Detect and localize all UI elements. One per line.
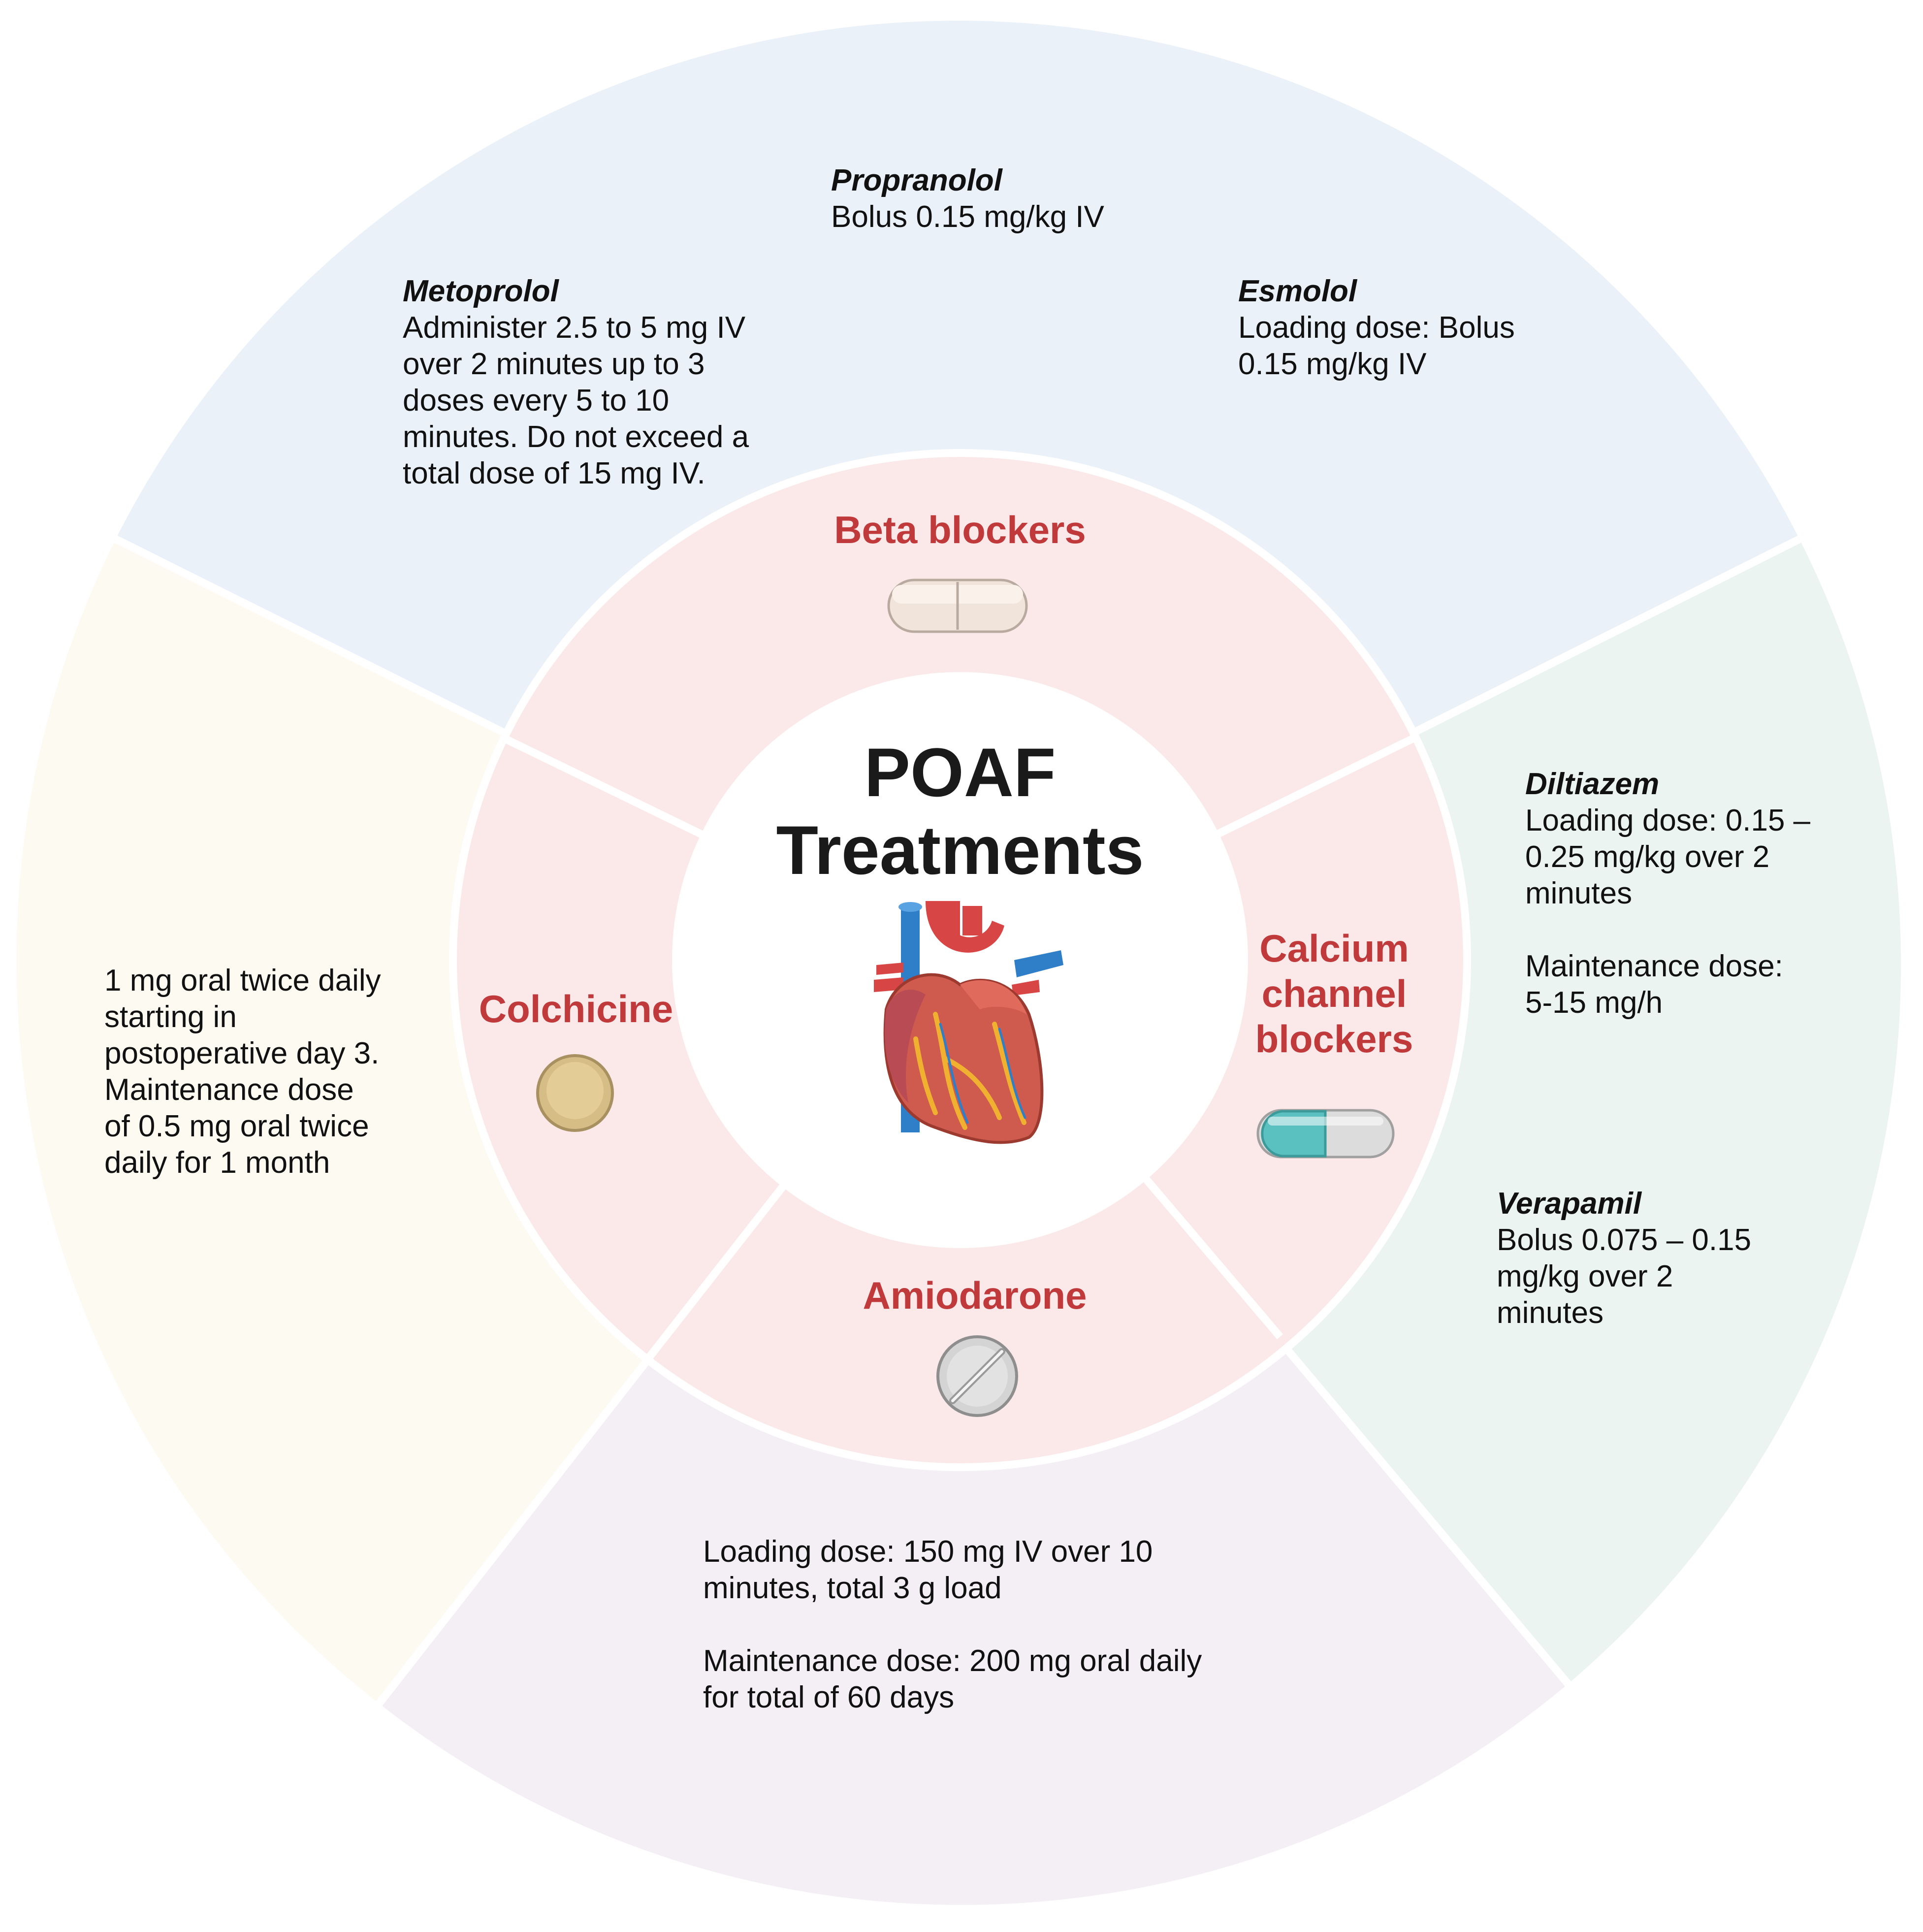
calcium-channel-blockers-label: Calcium channel blockers <box>1255 927 1413 1061</box>
heart-icon <box>874 901 1063 1144</box>
propranolol-entry: Propranolol Bolus 0.15 mg/kg IV <box>831 162 1225 235</box>
colchicine-label: Colchicine <box>479 987 673 1030</box>
diltiazem-name: Diltiazem <box>1525 767 1660 801</box>
esmolol-entry: Esmolol Loading dose: Bolus 0.15 mg/kg I… <box>1238 273 1632 383</box>
metoprolol-name: Metoprolol <box>403 274 559 308</box>
capsule-icon <box>1256 1109 1395 1159</box>
diltiazem-dose: Loading dose: 0.15 – 0.25 mg/kg over 2 m… <box>1525 804 1811 1020</box>
colchicine-dosing: 1 mg oral twice daily starting in postop… <box>104 964 381 1180</box>
verapamil-dose: Bolus 0.075 – 0.15 mg/kg over 2 minutes <box>1497 1223 1752 1330</box>
amiodarone-dosing: Loading dose: 150 mg IV over 10 minutes,… <box>703 1535 1202 1714</box>
beta-blockers-label: Beta blockers <box>834 508 1086 551</box>
scored-round-tablet-icon <box>936 1335 1018 1417</box>
round-tablet-icon <box>536 1054 614 1132</box>
diltiazem-entry: Diltiazem Loading dose: 0.15 – 0.25 mg/k… <box>1525 766 1870 1021</box>
esmolol-name: Esmolol <box>1238 274 1357 308</box>
propranolol-dose: Bolus 0.15 mg/kg IV <box>831 200 1104 234</box>
verapamil-entry: Verapamil Bolus 0.075 – 0.15 mg/kg over … <box>1497 1186 1841 1331</box>
tablet-oblong-icon <box>887 579 1028 633</box>
amiodarone-label: Amiodarone <box>863 1274 1087 1317</box>
propranolol-name: Propranolol <box>831 163 1002 197</box>
center-circle <box>672 672 1248 1248</box>
metoprolol-entry: Metoprolol Administer 2.5 to 5 mg IV ove… <box>403 273 846 492</box>
diagram-title: POAF Treatments <box>776 734 1144 889</box>
esmolol-dose: Loading dose: Bolus 0.15 mg/kg IV <box>1238 311 1515 381</box>
metoprolol-dose: Administer 2.5 to 5 mg IV over 2 minutes… <box>403 311 749 490</box>
verapamil-name: Verapamil <box>1497 1187 1642 1221</box>
